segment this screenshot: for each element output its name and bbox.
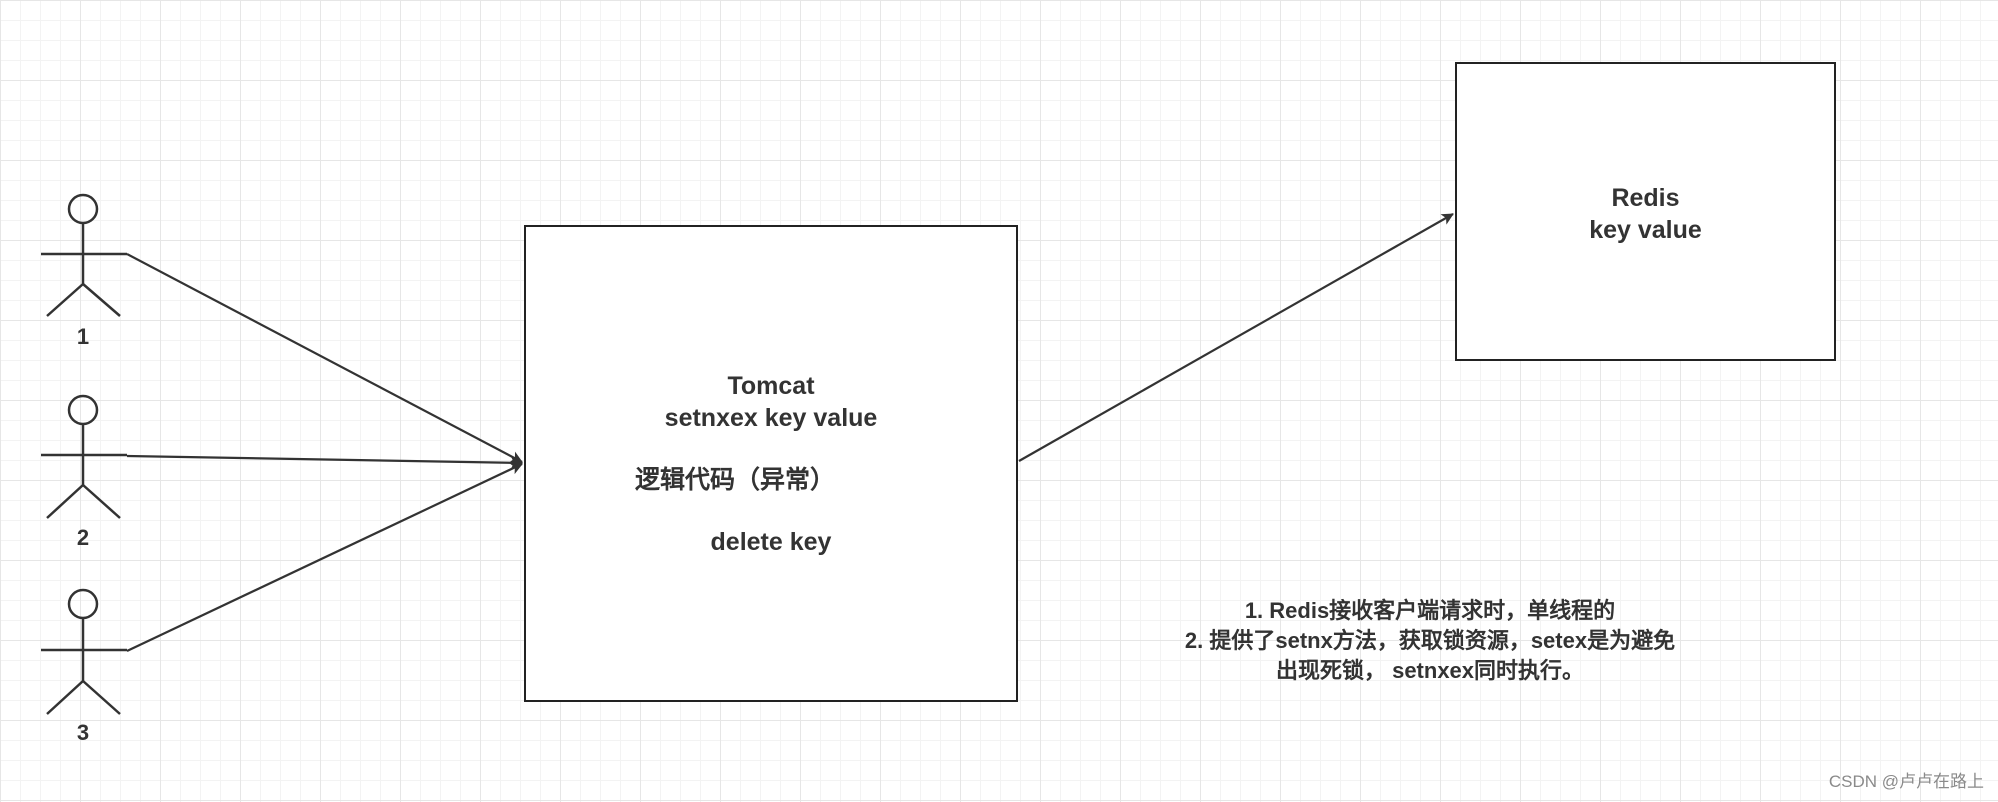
connector-actor2-tomcat [126, 454, 523, 469]
actor-1-label: 1 [76, 324, 90, 349]
tomcat-logic-line: 逻辑代码（异常） [634, 465, 835, 494]
actor-2-label: 2 [76, 525, 90, 550]
watermark: CSDN @卢卢在路上 [1828, 772, 1984, 791]
tomcat-node: Tomcat setnxex key value 逻辑代码（异常） delete… [524, 225, 1018, 702]
tomcat-delete-line: delete key [710, 527, 832, 556]
redis-key-value-line: key value [1589, 216, 1702, 244]
tomcat-setnxex-line: setnxex key value [664, 403, 878, 432]
notes-block: 1. Redis接收客户端请求时，单线程的 2. 提供了setnx方法，获取锁资… [1170, 596, 1690, 686]
connector-tomcat-redis [1018, 213, 1454, 462]
note-line-3: 出现死锁， setnxex同时执行。 [1275, 658, 1585, 683]
connector-actor1-tomcat [126, 253, 523, 463]
actor-3-figure [41, 588, 127, 715]
tomcat-title: Tomcat [727, 371, 815, 400]
actor-1-figure [41, 193, 127, 317]
note-line-1: 1. Redis接收客户端请求时，单线程的 [1244, 598, 1616, 623]
actor-2-figure [41, 394, 127, 519]
actor-3-label: 3 [76, 720, 90, 745]
note-line-2: 2. 提供了setnx方法，获取锁资源，setex是为避免 [1184, 628, 1676, 653]
redis-title: Redis [1611, 184, 1680, 212]
redis-node: Redis key value [1455, 62, 1836, 361]
connector-actor3-tomcat [126, 463, 523, 652]
